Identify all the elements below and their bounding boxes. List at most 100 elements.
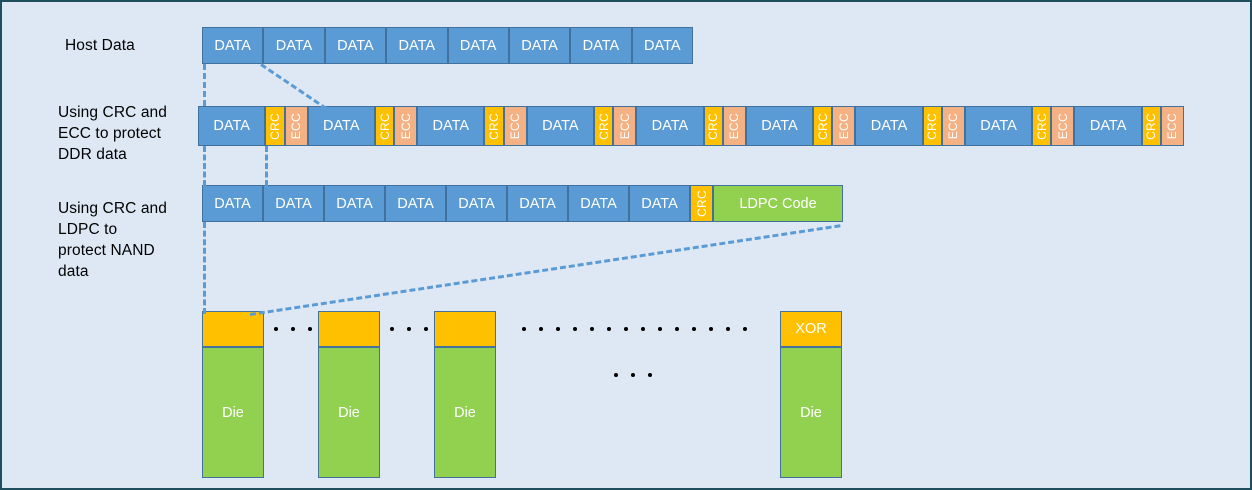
nand-cell-1-data: DATA [263, 185, 324, 222]
ddr-ecc-3-label: ECC [617, 112, 632, 140]
ddr-data-8-label: DATA [1089, 118, 1127, 134]
nand-cell-8-crc: CRC [690, 185, 713, 222]
ddr-crc-5-label: CRC [815, 112, 830, 140]
ellipsis-dot [539, 327, 543, 331]
ddr-data-3-label: DATA [542, 118, 579, 134]
ddr-data-2-label: DATA [432, 118, 470, 134]
nand-cell-2-data: DATA [324, 185, 385, 222]
ddr-ecc-1-label: ECC [398, 112, 413, 140]
ellipsis-dot [390, 327, 394, 331]
ddr-crc-8: CRC [1141, 106, 1161, 146]
ddr-crc-0: CRC [265, 106, 285, 146]
ddr-data-7: DATA [964, 106, 1033, 146]
ddr-ecc-2-label: ECC [508, 112, 523, 140]
host-data-cell-3-label: DATA [398, 37, 436, 54]
die-body-0-label: Die [222, 404, 244, 421]
die-body-1: Die [318, 347, 380, 478]
die-xor-block-3-label: XOR [795, 321, 827, 337]
die-top-block-1 [318, 311, 380, 347]
ellipsis-die-gap-2 [390, 327, 428, 331]
host-data-cell-3: DATA [386, 27, 448, 64]
ellipsis-dot [614, 373, 618, 377]
host-data-cell-4-label: DATA [459, 37, 497, 54]
ddr-ecc-1: ECC [394, 106, 418, 146]
ellipsis-dot [522, 327, 526, 331]
ddr-data-4: DATA [636, 106, 704, 146]
ddr-ecc-4: ECC [722, 106, 746, 146]
ddr-crc-8-label: CRC [1144, 112, 1159, 140]
die-top-block-2 [434, 311, 496, 347]
ddr-ecc-8: ECC [1160, 106, 1184, 146]
host-data-cell-0: DATA [202, 27, 264, 64]
nand-cell-0-data: DATA [202, 185, 263, 222]
die-body-2-label: Die [454, 404, 476, 421]
ddr-ecc-7: ECC [1051, 106, 1075, 146]
nand-cell-3-data: DATA [385, 185, 446, 222]
host-data-cell-4: DATA [447, 27, 509, 64]
ellipsis-dot [274, 327, 278, 331]
ellipsis-dot [308, 327, 312, 331]
die-body-3: Die [780, 347, 842, 478]
ddr-data-4-label: DATA [651, 118, 689, 134]
ddr-crc-4: CRC [703, 106, 723, 146]
label-ddr-protection: Using CRC and ECC to protect DDR data [58, 104, 167, 163]
ellipsis-dot [648, 373, 652, 377]
ellipsis-dot [631, 373, 635, 377]
ddr-crc-7: CRC [1032, 106, 1052, 146]
nand-cell-0-data-label: DATA [214, 195, 251, 212]
ellipsis-die-gap-1 [274, 327, 312, 331]
connector-host-to-ddr-left-vertical [203, 64, 206, 106]
ddr-ecc-4-label: ECC [727, 112, 742, 140]
label-host-data: Host Data [65, 37, 135, 54]
ddr-crc-1: CRC [374, 106, 395, 146]
ddr-ecc-0: ECC [284, 106, 308, 146]
ddr-crc-6: CRC [922, 106, 942, 146]
host-data-cell-5-label: DATA [521, 37, 558, 54]
ellipsis-dot [675, 327, 679, 331]
label-nand-protection: Using CRC and LDPC to protect NAND data [58, 200, 167, 280]
host-data-cell-6: DATA [570, 27, 632, 64]
host-data-cell-2-label: DATA [337, 37, 374, 54]
ellipsis-dot [743, 327, 747, 331]
die-body-1-label: Die [338, 404, 360, 421]
nand-cell-1-data-label: DATA [275, 195, 312, 212]
ellipsis-die-gap-long [522, 327, 747, 331]
ddr-data-1: DATA [307, 106, 375, 146]
nand-cell-9-ldpc-code: LDPC Code [713, 185, 843, 222]
nand-cell-7-data-label: DATA [641, 195, 678, 212]
connector-ddr-to-nand-left-vertical [203, 146, 206, 186]
host-data-cell-2: DATA [324, 27, 387, 64]
ddr-ecc-5-label: ECC [836, 112, 851, 140]
nand-cell-8-crc-label: CRC [694, 190, 709, 217]
ddr-ecc-0-label: ECC [289, 112, 304, 140]
die-top-block-0 [202, 311, 264, 347]
connector-ddr-to-nand-inner-vertical [265, 146, 268, 186]
die-body-0: Die [202, 347, 264, 478]
nand-cell-4-data-label: DATA [458, 195, 495, 212]
ddr-crc-5: CRC [813, 106, 833, 146]
ddr-crc-1-label: CRC [377, 112, 392, 140]
nand-cell-7-data: DATA [629, 185, 690, 222]
ellipsis-dot [424, 327, 428, 331]
ddr-ecc-5: ECC [832, 106, 856, 146]
ddr-ecc-3: ECC [613, 106, 637, 146]
ddr-crc-3: CRC [594, 106, 614, 146]
ellipsis-dot [624, 327, 628, 331]
host-data-cell-5: DATA [508, 27, 571, 64]
ddr-crc-3-label: CRC [596, 112, 611, 140]
ddr-crc-2-label: CRC [487, 112, 502, 140]
host-data-cell-0-label: DATA [214, 37, 251, 54]
ddr-data-5-label: DATA [761, 118, 798, 134]
ddr-data-6: DATA [855, 106, 923, 146]
ddr-data-0: DATA [198, 106, 266, 146]
ellipsis-dot [726, 327, 730, 331]
nand-cell-2-data-label: DATA [336, 195, 373, 212]
ddr-data-5: DATA [745, 106, 814, 146]
host-data-cell-1: DATA [263, 27, 325, 64]
ddr-data-3: DATA [526, 106, 595, 146]
host-data-cell-1-label: DATA [275, 37, 313, 54]
ddr-data-8: DATA [1074, 106, 1142, 146]
ddr-data-0-label: DATA [213, 118, 250, 134]
ddr-crc-7-label: CRC [1034, 112, 1049, 140]
